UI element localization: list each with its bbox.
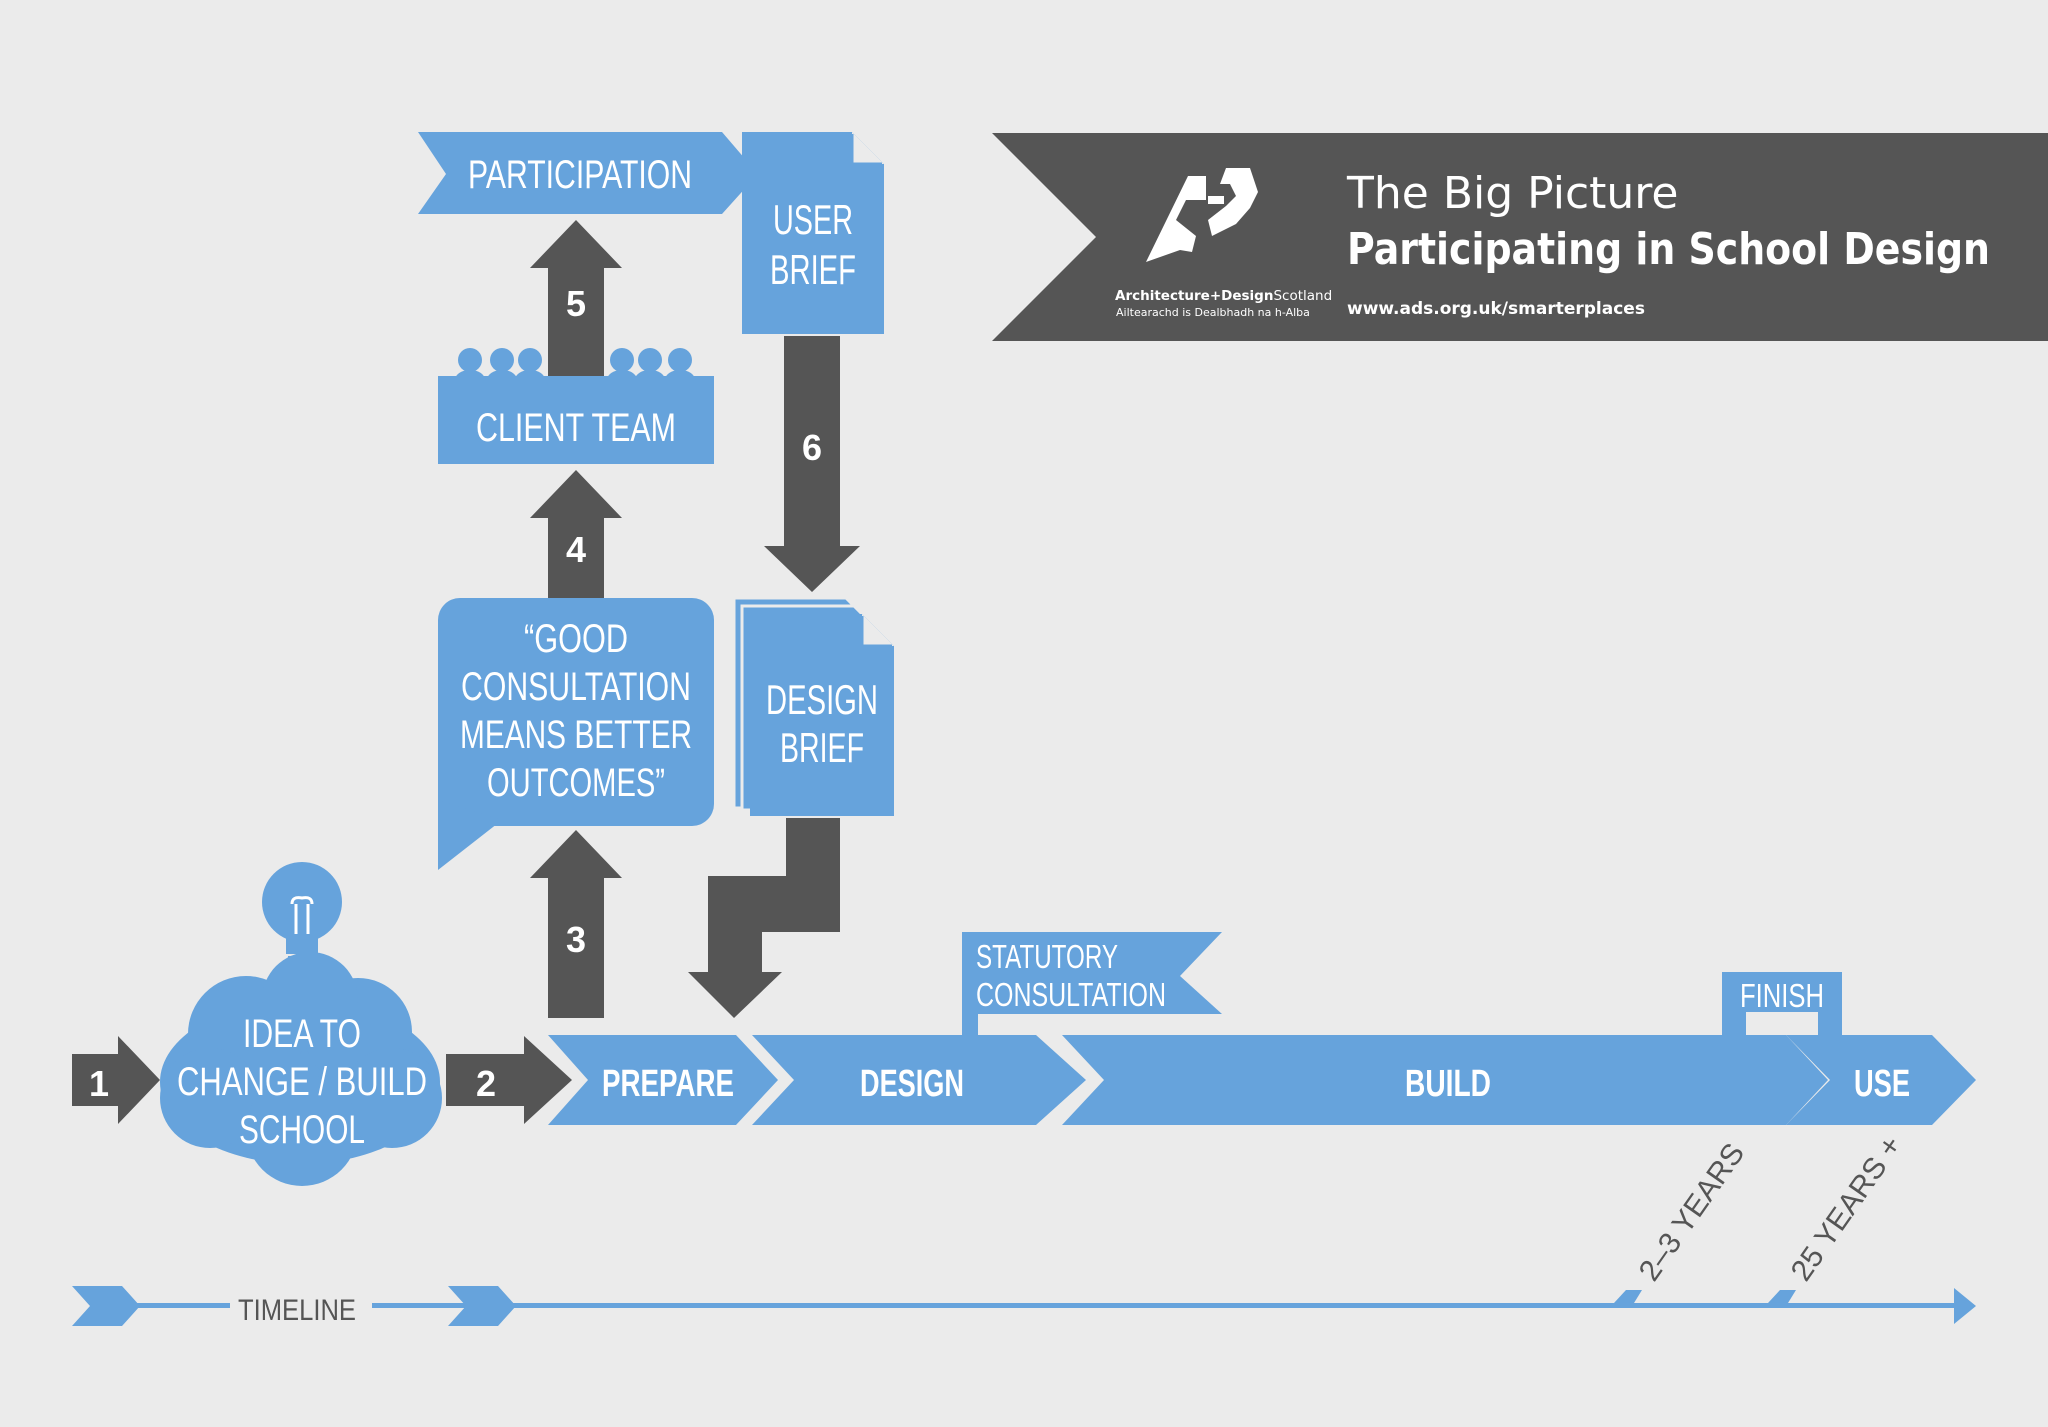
user-brief-line2: BRIEF (770, 246, 856, 293)
ads-logo-icon (1146, 168, 1258, 262)
step-2-number: 2 (476, 1063, 496, 1104)
client-team-body (438, 392, 714, 464)
org-name-light: Scotland (1273, 288, 1332, 304)
timeline-chevron-1 (72, 1286, 140, 1326)
participation-label: PARTICIPATION (468, 153, 692, 197)
timeline-mark-25-years: 25 YEARS + (1785, 1130, 1909, 1287)
timeline-chevron-2 (448, 1286, 516, 1326)
stage-use-label: USE (1854, 1063, 1910, 1105)
statutory-consultation-flag: STATUTORY CONSULTATION (962, 932, 1222, 1035)
client-team-label: CLIENT TEAM (476, 406, 676, 450)
statutory-flag-line2: CONSULTATION (976, 976, 1166, 1013)
step-4-arrow (530, 470, 622, 598)
client-team-box: CLIENT TEAM (438, 348, 714, 464)
org-name-gaelic: Ailtearachd is Dealbhadh na h-Alba (1116, 306, 1310, 319)
quote-line2: CONSULTATION (461, 665, 691, 709)
finish-flag-shape (1722, 972, 1842, 1035)
design-brief-shape (750, 614, 894, 816)
timeline-tick-1 (1614, 1290, 1642, 1303)
header-url: www.ads.org.uk/smarterplaces (1347, 299, 1645, 319)
stage-design-label: DESIGN (860, 1063, 964, 1105)
participation-banner: PARTICIPATION (418, 132, 758, 214)
step-3-arrow (530, 830, 622, 1018)
statutory-flag-shape (962, 932, 1222, 1014)
user-brief-doc: USER BRIEF (742, 132, 884, 334)
timeline: TIMELINE 2–3 YEARS 25 YEARS + (72, 1130, 1976, 1327)
step-5-arrow (530, 220, 622, 390)
quote-bubble: “GOOD CONSULTATION MEANS BETTER OUTCOMES… (438, 598, 714, 870)
step-5-number: 5 (566, 283, 586, 324)
stage-prepare (548, 1035, 778, 1125)
step-2-arrow (446, 1036, 572, 1124)
step-3-number: 3 (566, 919, 586, 960)
timeline-arrowhead (1954, 1288, 1976, 1324)
lightbulb-icon (262, 862, 342, 969)
finish-flag: FINISH (1722, 972, 1842, 1035)
design-brief-fold (862, 614, 894, 646)
timeline-mark-2-3-years: 2–3 YEARS (1633, 1137, 1752, 1287)
header-banner-shape (992, 133, 2048, 341)
people-icon (438, 348, 714, 392)
quote-line3: MEANS BETTER (460, 713, 692, 757)
quote-bubble-tail (438, 800, 502, 870)
step-6-number: 6 (802, 427, 822, 468)
stage-design (752, 1035, 1086, 1125)
statutory-flag-line1: STATUTORY (976, 938, 1118, 975)
stage-bar: PREPARE DESIGN BUILD USE (548, 1035, 1976, 1125)
idea-line3: SCHOOL (239, 1108, 365, 1152)
timeline-line-left (120, 1303, 230, 1308)
header-banner: Architecture+DesignScotland Ailtearachd … (992, 133, 2048, 341)
design-brief-to-prepare-arrow (688, 818, 840, 1018)
timeline-line-right (372, 1303, 1972, 1308)
quote-line4: OUTCOMES” (487, 761, 665, 805)
stage-build-label: BUILD (1405, 1063, 1491, 1105)
design-brief-doc: DESIGN BRIEF (732, 596, 894, 816)
design-brief-line2: BRIEF (780, 724, 864, 771)
user-brief-fold (852, 132, 884, 164)
user-brief-shape (742, 132, 884, 334)
timeline-tick-2 (1768, 1290, 1796, 1303)
step-1-number: 1 (89, 1063, 109, 1104)
participation-shape (418, 132, 758, 214)
timeline-label: TIMELINE (238, 1294, 356, 1327)
design-brief-line1: DESIGN (766, 676, 878, 723)
user-brief-line1: USER (773, 196, 853, 243)
quote-bubble-body (438, 598, 714, 826)
header-subtitle: Participating in School Design (1347, 224, 1990, 275)
quote-line1: “GOOD (524, 617, 628, 661)
finish-flag-label: FINISH (1740, 977, 1824, 1014)
stage-use (1786, 1035, 1976, 1125)
idea-line2: CHANGE / BUILD (177, 1060, 427, 1104)
step-6-arrow (764, 336, 860, 592)
step-1-arrow (72, 1036, 160, 1124)
step-4-number: 4 (566, 529, 586, 570)
org-name-bold: Architecture+Design (1115, 288, 1273, 304)
stage-prepare-label: PREPARE (602, 1063, 734, 1105)
stage-build (1062, 1035, 1828, 1125)
idea-line1: IDEA TO (243, 1012, 361, 1056)
header-title: The Big Picture (1346, 168, 1678, 219)
idea-cloud (160, 952, 442, 1186)
org-name: Architecture+DesignScotland (1115, 288, 1332, 304)
